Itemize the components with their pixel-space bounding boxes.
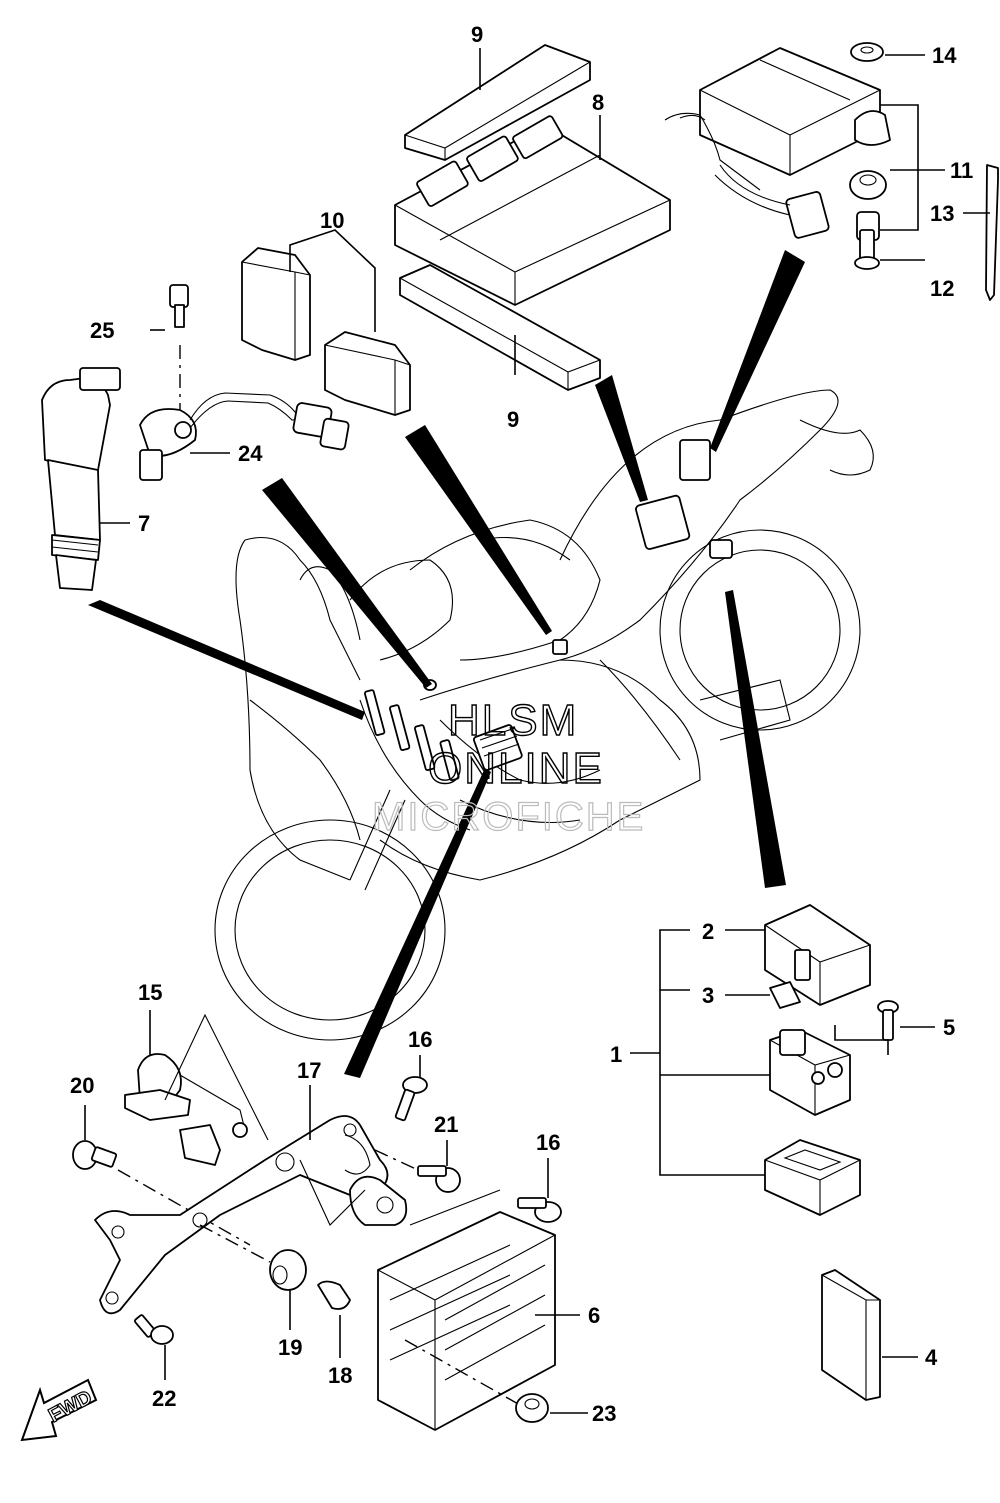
grommet-11-a	[854, 110, 891, 146]
callout-5: 5	[943, 1015, 955, 1040]
callout-17: 17	[297, 1058, 321, 1083]
screw-25	[169, 284, 189, 308]
callout-14: 14	[932, 43, 957, 68]
callout-22: 22	[152, 1386, 176, 1411]
bolt-21	[417, 1165, 461, 1193]
regulator-assembly	[377, 1211, 588, 1431]
ecm-connector-blocks	[416, 115, 564, 207]
starter-relay-assembly	[630, 904, 935, 1216]
callout-15: 15	[138, 980, 162, 1005]
washer-14	[850, 42, 884, 62]
callout-1: 1	[610, 1042, 622, 1067]
relay-cover-2	[764, 904, 871, 1006]
ignition-coil	[41, 367, 130, 591]
bolt-12	[859, 229, 875, 261]
watermark-line2: ONLINE	[428, 744, 604, 793]
bolt-22	[134, 1314, 174, 1345]
owners-manual-4	[821, 1269, 918, 1401]
callout-18: 18	[328, 1363, 352, 1388]
callout-12: 12	[930, 276, 954, 301]
cable-tie-13	[985, 164, 999, 301]
fuse-3	[769, 981, 801, 1009]
callout-10: 10	[320, 208, 344, 233]
callout-2: 2	[702, 919, 714, 944]
bolt-16-a	[394, 1076, 428, 1122]
nut-23	[515, 1393, 549, 1423]
relay-box-assembly	[664, 42, 999, 301]
motorcycle-outline	[214, 389, 874, 1041]
fwd-arrow-icon: FWD	[20, 1378, 98, 1442]
callout-16b: 16	[536, 1130, 560, 1155]
ecm-pad-top	[404, 44, 591, 161]
callout-8: 8	[592, 90, 604, 115]
callout-19: 19	[278, 1335, 302, 1360]
ecm-pad-bottom	[399, 264, 601, 391]
regulator-6	[377, 1211, 556, 1431]
callout-13: 13	[930, 201, 954, 226]
connector-cover-a	[241, 247, 311, 361]
callout-3: 3	[702, 983, 714, 1008]
ecm-assembly	[394, 44, 671, 391]
callout-9b: 9	[507, 407, 519, 432]
sensor-24	[139, 408, 197, 457]
callout-16a: 16	[408, 1027, 432, 1052]
connector-cover-b	[324, 331, 411, 416]
callout-24: 24	[238, 441, 263, 466]
connector-covers	[241, 229, 411, 416]
callout-6: 6	[588, 1303, 600, 1328]
callout-4: 4	[925, 1345, 938, 1370]
callout-20: 20	[70, 1073, 94, 1098]
callout-11: 11	[950, 158, 973, 183]
grommet-19	[269, 1249, 307, 1291]
callout-9a: 9	[471, 22, 483, 47]
callout-labels: 9 8 9 10 25 24 7 14 11 13 12 2 3 5 1 4 1…	[70, 22, 973, 1426]
watermark-line3: MICROFICHE	[372, 795, 645, 839]
bracket-assembly	[72, 1010, 562, 1380]
bracket-17	[94, 1115, 389, 1315]
pointer-wedges	[88, 250, 805, 1078]
callout-7: 7	[138, 511, 150, 536]
watermark-line1: HLSM	[448, 696, 578, 745]
sensor-assembly	[139, 284, 350, 481]
watermark: MICROFICHE HLSM ONLINE	[371, 695, 645, 839]
bushing-18	[317, 1280, 351, 1310]
callout-21: 21	[434, 1112, 458, 1137]
callout-23: 23	[592, 1401, 616, 1426]
callout-25: 25	[90, 318, 114, 343]
bolt-16-b	[517, 1197, 562, 1223]
